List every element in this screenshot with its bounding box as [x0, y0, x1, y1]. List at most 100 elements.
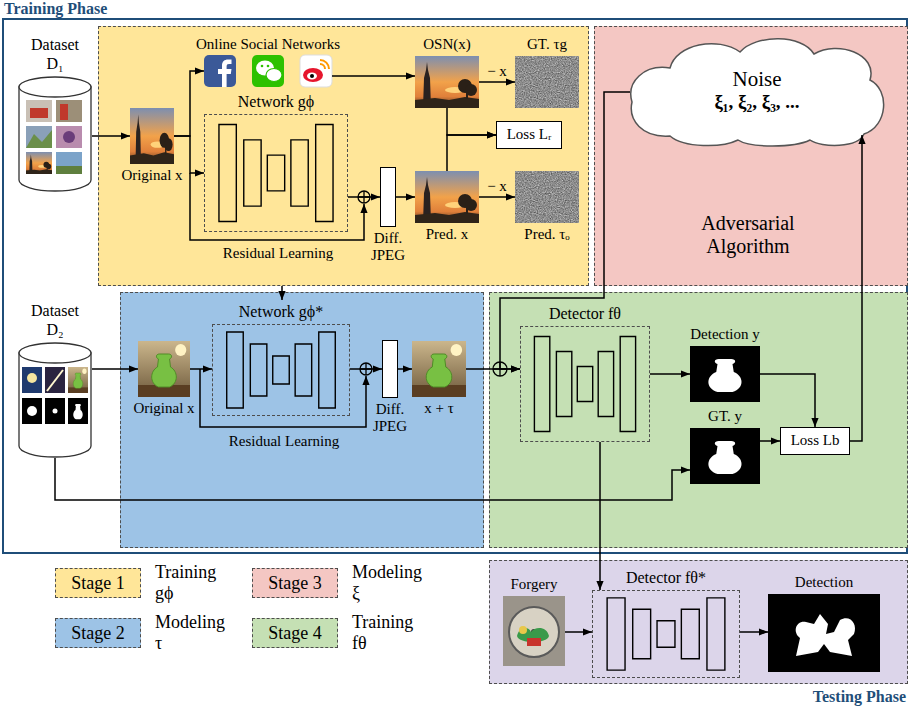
label-text: Dataset D₂ [23, 302, 87, 339]
label-text: Network gϕ [238, 93, 314, 111]
edge-label-holder: − x [487, 178, 507, 195]
thumb-detail [27, 406, 37, 416]
cylinder-outline [18, 342, 92, 458]
jpeg-block: Diff. JPEG [382, 340, 398, 398]
arrow-connector [479, 196, 515, 198]
edge-label-holder: − x [487, 63, 507, 80]
thumb [22, 398, 42, 424]
stage-panel: Adversarial Algorithm Noiseξ₁, ξ₂, ξ₃, ..… [594, 26, 908, 286]
mask [768, 594, 880, 672]
label-text: Original x [121, 167, 182, 184]
mask [690, 346, 760, 402]
text-holder: Pred. τₒ [524, 226, 569, 243]
label-text: Detector fθ* [626, 569, 706, 587]
sum-circle [493, 362, 507, 376]
layer-bars [534, 337, 635, 432]
sum-symbols [358, 191, 507, 376]
thumb [26, 152, 52, 174]
sum-cross [493, 362, 507, 376]
facebook-icon [204, 55, 236, 87]
label-text: Diff. JPEG [368, 401, 412, 436]
label-text: Detection y [690, 326, 760, 343]
arrow-connector [740, 631, 768, 633]
label-text: Original x [133, 400, 194, 417]
arrow-connector [174, 71, 204, 136]
arrow-connector [650, 373, 690, 375]
thumb-detail [60, 104, 68, 120]
text-holder: Diff. JPEG [368, 401, 412, 436]
label-text: Diff. JPEG [366, 230, 410, 265]
text-holder: Diff. JPEG [366, 230, 410, 265]
text-holder: Forgery [510, 576, 557, 593]
thumb-detail [53, 409, 58, 414]
arrow-connector [398, 368, 412, 370]
text-holder: Adversarial Algorithm [678, 212, 818, 258]
arrow-connector [850, 135, 862, 441]
network-box: Network gϕ [204, 114, 348, 232]
dataset-thumbnails [22, 100, 88, 424]
cylinder-top [19, 77, 91, 97]
legend-swatch: Stage 4 [252, 618, 338, 648]
label-text: Detection [795, 574, 853, 591]
label-text: Residual Learning [200, 245, 356, 262]
text-holder: Detection y [690, 326, 760, 343]
stage-panel: Residual LearningOriginal xNetwork gϕ*Di… [120, 292, 484, 548]
network-box: Network gϕ* [212, 324, 350, 416]
text-holder: Detector fθ [549, 305, 621, 323]
phase-frame: Training PhaseDataset D₁Residual Learnin… [2, 18, 908, 554]
noise-cloud: Noiseξ₁, ξ₂, ξ₃, ... [626, 32, 888, 148]
label-text: Modeling τ [155, 612, 233, 653]
sum-circle [358, 191, 370, 203]
text-holder: Online Social Networks [196, 36, 340, 53]
image-node: Forgery [503, 596, 565, 666]
text-holder: Residual Learning [200, 245, 356, 262]
thumb-detail [27, 373, 37, 383]
cylinder-top [19, 343, 91, 363]
label-text: Training fθ [352, 612, 430, 653]
thumb-detail [63, 131, 75, 143]
jpeg-block: Diff. JPEG [380, 167, 396, 227]
dataset-cylinder: Dataset D₁ [18, 76, 92, 192]
residual-line [190, 173, 364, 240]
image-node: OSN(x) [415, 56, 479, 108]
text-holder: Training Phase [4, 0, 204, 18]
weibo-arc [320, 64, 325, 69]
dataset-cylinder: Dataset D₂ [18, 342, 92, 458]
text-holder: Testing Phase [706, 688, 906, 706]
arrow-connector [348, 196, 380, 198]
weibo-arc [320, 60, 329, 69]
stage-panel: Residual Learning Original x Online Social… [98, 26, 589, 286]
layer-bars [227, 332, 336, 408]
thumb-detail [26, 130, 52, 148]
weibo-eye [310, 74, 314, 78]
label-text: Stage 1 [71, 573, 125, 594]
loss-box: Loss Lb [780, 427, 850, 455]
loss-box: Loss Lᵣ [496, 121, 562, 149]
thumb-detail [47, 370, 63, 391]
social-icons-art [204, 55, 332, 87]
label-text: ξ₁, ξ₂, ξ₃, ... [714, 91, 799, 113]
image-node: Pred. x [415, 171, 479, 223]
detector-box: Detector fθ [520, 326, 650, 442]
legend-text-holder: Modeling τ [155, 612, 233, 653]
legend-text-holder: Training fθ [352, 612, 430, 653]
thumb [56, 126, 82, 148]
text-holder: Network gϕ [238, 93, 314, 111]
weibo-icon [300, 55, 332, 87]
label-text: Training gϕ [155, 562, 233, 603]
images [130, 56, 880, 672]
label-text: Stage 4 [268, 623, 322, 644]
photo [415, 56, 479, 108]
thumb [56, 152, 82, 174]
arrow-connector [92, 368, 138, 370]
cylinder-outline [18, 76, 92, 192]
label-text: − x [487, 178, 507, 195]
photo [503, 596, 565, 666]
legend-text-holder: Training gϕ [155, 562, 233, 603]
photo [415, 171, 479, 223]
label-text: Forgery [510, 576, 557, 593]
label-text: GT. y [708, 408, 742, 425]
mask-node: GT. y [690, 428, 760, 484]
photo [412, 341, 466, 397]
text-holder: Pred. x [426, 226, 469, 243]
